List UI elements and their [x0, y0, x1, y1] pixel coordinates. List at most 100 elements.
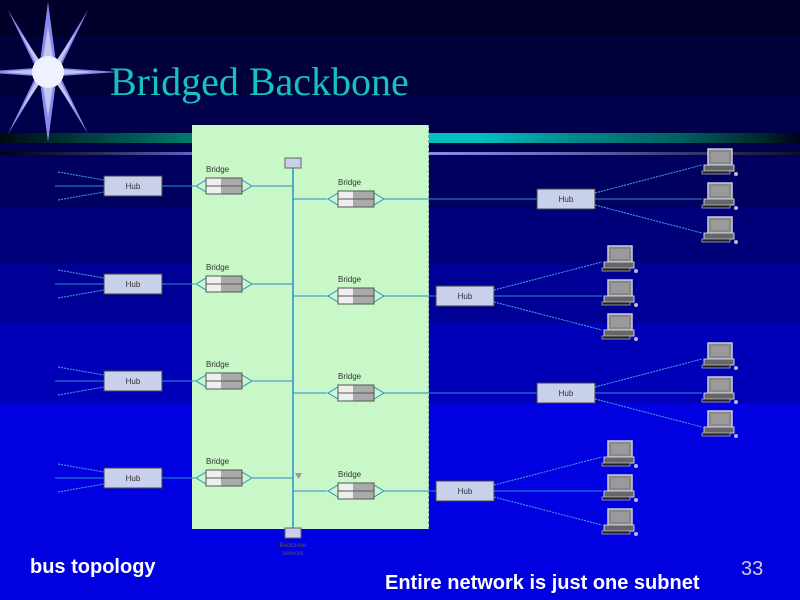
- backbone-label: Backbone: [280, 543, 307, 549]
- backbone-terminator: [284, 527, 302, 539]
- bridge: [195, 177, 253, 195]
- computer-icon: [601, 279, 638, 307]
- cpu-base: [703, 426, 735, 434]
- bridge-port-shade: [221, 186, 242, 194]
- mouse: [734, 400, 738, 404]
- cable: [57, 483, 105, 493]
- monitor-screen: [711, 414, 729, 424]
- bridge: [195, 469, 253, 487]
- bridge-connector: [373, 386, 385, 400]
- monitor-screen: [711, 186, 729, 196]
- bridge-label: Bridge: [338, 275, 362, 284]
- mouse: [634, 337, 638, 341]
- cable: [493, 496, 603, 526]
- hub-label: Hub: [458, 487, 473, 496]
- keyboard: [701, 238, 731, 243]
- cpu-base: [703, 358, 735, 366]
- cpu-base: [703, 198, 735, 206]
- bridge-port-shade: [221, 178, 242, 186]
- cpu-base: [603, 456, 635, 464]
- bridge-connector: [241, 374, 253, 388]
- mouse: [734, 206, 738, 210]
- cpu-base: [703, 392, 735, 400]
- monitor-screen: [711, 152, 729, 162]
- cable: [57, 463, 105, 473]
- computer-icon: [601, 313, 638, 341]
- bridge-port-shade: [221, 284, 242, 292]
- monitor-screen: [611, 249, 629, 259]
- cpu-base: [703, 164, 735, 172]
- bridge: [327, 287, 385, 305]
- cpu-base: [603, 329, 635, 337]
- monitor-screen: [611, 512, 629, 522]
- computer-icon: [701, 216, 738, 244]
- computer-icon: [601, 245, 638, 273]
- bridge-connector: [373, 192, 385, 206]
- bridge-label: Bridge: [338, 178, 362, 187]
- bridge-connector: [373, 289, 385, 303]
- keyboard: [601, 267, 631, 272]
- bridge-connector: [195, 374, 207, 388]
- bridge-label: Bridge: [206, 360, 230, 369]
- cpu-base: [603, 261, 635, 269]
- bridge-label: Bridge: [206, 457, 230, 466]
- computer-icon: [701, 182, 738, 210]
- bridge-connector: [327, 192, 339, 206]
- bridge-port-shade: [353, 491, 374, 499]
- keyboard: [601, 496, 631, 501]
- cable: [57, 386, 105, 396]
- cpu-base: [603, 490, 635, 498]
- bridge-connector: [327, 386, 339, 400]
- computer-icon: [701, 342, 738, 370]
- bridge-port-shade: [353, 483, 374, 491]
- computer-icon: [701, 410, 738, 438]
- computer-icon: [601, 440, 638, 468]
- hub: Hub: [536, 382, 596, 404]
- cable: [493, 456, 603, 486]
- keyboard: [601, 462, 631, 467]
- cable: [594, 204, 703, 234]
- bridge-connector: [195, 471, 207, 485]
- keyboard: [701, 170, 731, 175]
- slide-title: Bridged Backbone: [110, 59, 409, 104]
- cable: [594, 398, 703, 428]
- cable: [493, 261, 603, 291]
- mouse: [634, 464, 638, 468]
- bridge-connector: [195, 277, 207, 291]
- computer-icon: [701, 376, 738, 404]
- mouse: [634, 532, 638, 536]
- bridge-port-shade: [221, 381, 242, 389]
- mouse: [634, 498, 638, 502]
- bridge: [195, 372, 253, 390]
- bridge-port-shade: [221, 478, 242, 486]
- keyboard: [701, 432, 731, 437]
- footer-topology-label: bus topology: [30, 556, 156, 578]
- keyboard: [601, 335, 631, 340]
- monitor-screen: [611, 444, 629, 454]
- monitor-screen: [611, 478, 629, 488]
- arrow-marker: [295, 473, 302, 479]
- cable: [57, 171, 105, 181]
- mouse: [734, 240, 738, 244]
- mouse: [734, 172, 738, 176]
- background-band: [0, 0, 800, 35]
- cable: [57, 366, 105, 376]
- bridge-port-shade: [221, 276, 242, 284]
- hub: Hub: [536, 188, 596, 210]
- bridge-port-shade: [353, 296, 374, 304]
- bridge-connector: [241, 179, 253, 193]
- cable: [493, 301, 603, 331]
- bridge: [327, 482, 385, 500]
- hub-label: Hub: [559, 195, 574, 204]
- hub: Hub: [103, 273, 163, 295]
- bridge-label: Bridge: [206, 263, 230, 272]
- bridge-port-shade: [353, 288, 374, 296]
- bridge-connector: [241, 277, 253, 291]
- cpu-base: [703, 232, 735, 240]
- hub: Hub: [103, 175, 163, 197]
- bridge-connector: [241, 471, 253, 485]
- background-band: [0, 35, 800, 95]
- monitor-screen: [711, 220, 729, 230]
- cable: [594, 358, 703, 388]
- cable: [57, 191, 105, 201]
